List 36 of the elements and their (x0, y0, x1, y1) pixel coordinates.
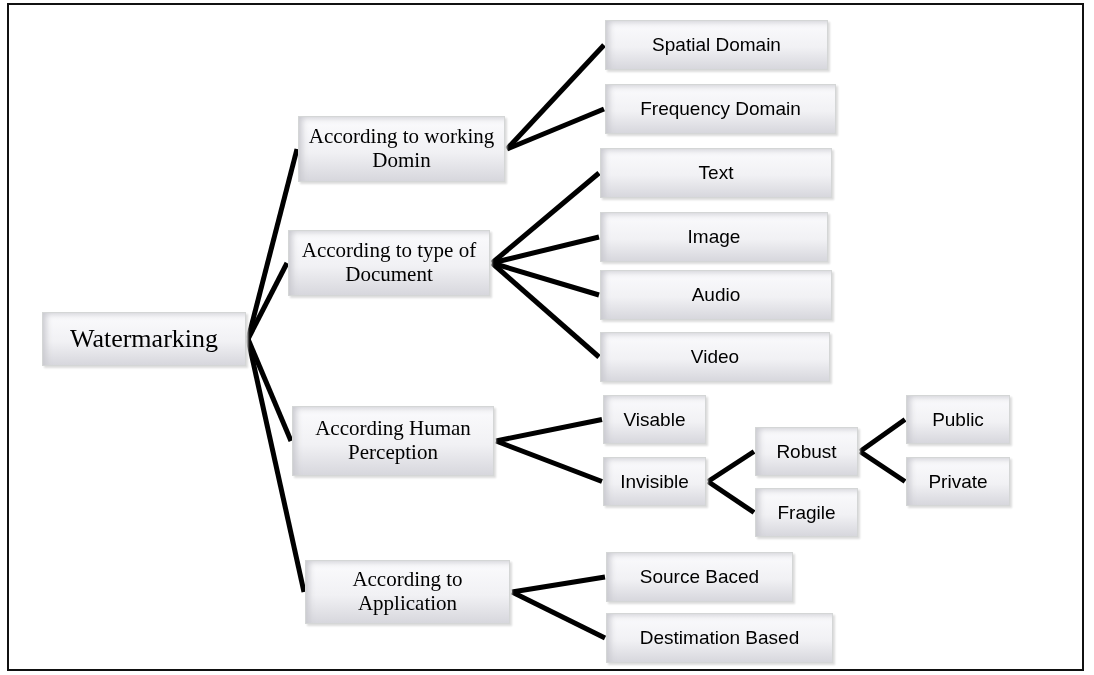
category-box: According to Application (305, 560, 510, 624)
connector-line (245, 261, 290, 341)
category-box: According to working Domin (298, 116, 505, 182)
root-box: Watermarking (42, 312, 246, 366)
connector-line (706, 449, 756, 484)
connector-line (495, 438, 603, 484)
category-box: Visable (603, 395, 706, 444)
connector-line (858, 449, 907, 484)
category-box: Frequency Domain (605, 84, 836, 134)
category-box: Video (600, 332, 830, 382)
connector-line (706, 479, 756, 515)
category-box: According to type of Document (288, 230, 490, 296)
connector-line (505, 43, 606, 151)
category-box: Audio (600, 270, 832, 320)
category-box: Public (906, 395, 1010, 444)
category-box: Text (600, 148, 832, 198)
category-box: Destimation Based (606, 613, 833, 663)
connector-line (511, 574, 606, 595)
category-box: Robust (755, 427, 858, 476)
category-box: Invisible (603, 457, 706, 506)
connector-line (491, 260, 600, 298)
connector-line (510, 589, 607, 641)
connector-line (245, 338, 307, 593)
category-box: Source Baced (606, 552, 793, 602)
category-box: Private (906, 457, 1010, 506)
connector-line (490, 171, 601, 265)
connector-line (506, 106, 605, 152)
category-box: Image (600, 212, 828, 262)
connector-line (491, 234, 600, 266)
connector-line (858, 417, 907, 454)
category-box: Spatial Domain (605, 20, 828, 70)
connector-line (490, 261, 601, 359)
connector-line (495, 417, 603, 444)
connector-line (245, 148, 300, 340)
category-box: According Human Perception (292, 406, 494, 476)
category-box: Fragile (755, 488, 858, 537)
